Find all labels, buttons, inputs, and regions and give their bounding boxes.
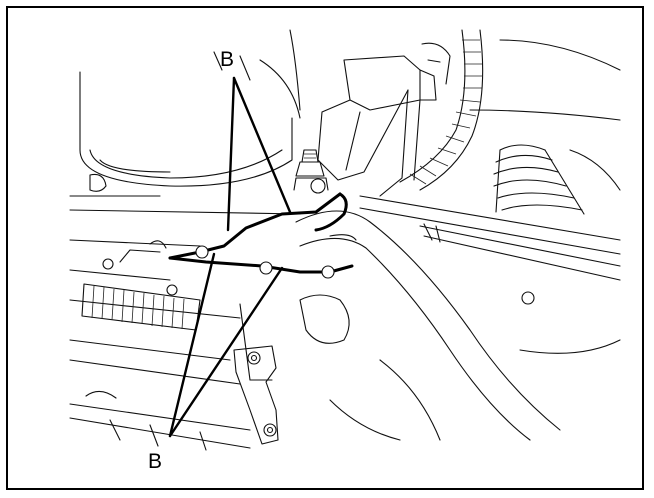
corrugated-boot — [493, 144, 621, 215]
leader-lines — [168, 76, 292, 438]
suspension-arm — [239, 210, 621, 441]
callout-label-top: B — [220, 48, 234, 71]
ribbed-housing — [81, 258, 201, 331]
figure-frame — [6, 6, 644, 490]
upper-bracket — [317, 55, 437, 197]
mounting-stud — [293, 149, 329, 191]
frame-rail — [69, 173, 301, 385]
bracket-b-highlighted — [168, 178, 354, 279]
wiring-harness — [399, 29, 621, 191]
lower-clamp — [233, 345, 279, 445]
reservoir-cylinder — [79, 29, 301, 187]
callout-label-bottom: B — [148, 450, 162, 473]
lower-crossmember — [69, 390, 251, 451]
tie-rods — [359, 195, 621, 281]
